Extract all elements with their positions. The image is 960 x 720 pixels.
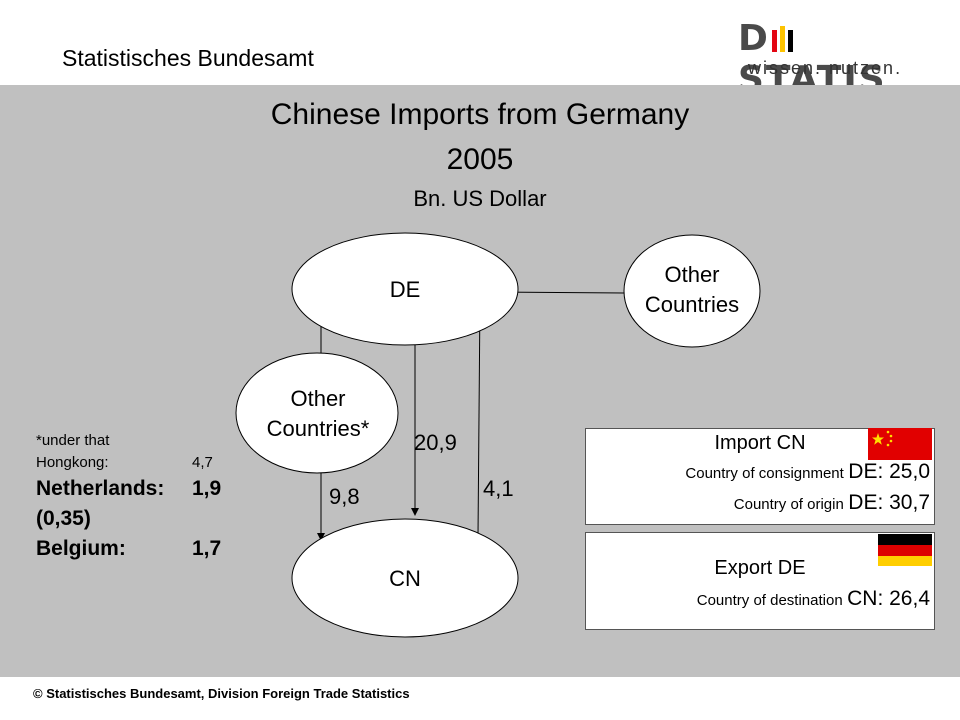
node-other-countries (623, 234, 761, 348)
logo-tagline: wissen. nutzen. (748, 58, 903, 78)
node-cn (291, 518, 519, 638)
organization-name: Statistisches Bundesamt (62, 45, 314, 71)
node-de (291, 232, 519, 346)
footnote: *under that Hongkong: 4,7 Netherlands: 1… (36, 430, 276, 564)
node-other-countries-star (235, 352, 399, 474)
import-origin-line: Country of origin DE: 30,7 (734, 491, 930, 515)
import-cn-title: Import CN (714, 432, 806, 454)
germany-flag-icon (878, 534, 932, 566)
footnote-heading: *under that (36, 432, 110, 449)
footer-copyright: © Statistisches Bundesamt, Division Fore… (33, 686, 410, 701)
footnote-label: (0,35) (36, 507, 91, 530)
node-cn-label: CN (389, 566, 421, 591)
footnote-value: 4,7 (192, 454, 213, 471)
flow-value-via-other: 9,8 (329, 484, 360, 509)
footnote-row: Netherlands: 1,9 (36, 474, 276, 504)
node-de-label: DE (389, 277, 421, 302)
flow-value-other-to-cn: 4,1 (483, 476, 514, 501)
footnote-value: 1,7 (192, 537, 222, 560)
footnote-value: 1,9 (192, 477, 222, 500)
export-destination-line: Country of destination CN: 26,4 (697, 587, 930, 611)
node-other-countries-label: Other Countries (624, 260, 760, 320)
origin-value: DE: 30,7 (848, 491, 930, 514)
footer-band (0, 677, 960, 720)
chart-title: Chinese Imports from Germany (270, 98, 690, 131)
origin-label: Country of origin (733, 496, 844, 513)
china-flag-icon (868, 428, 932, 460)
footnote-label: Belgium: (36, 537, 126, 560)
export-de-title: Export DE (714, 557, 806, 579)
label-line: Countries* (266, 416, 370, 441)
destination-label: Country of destination (696, 592, 843, 609)
chart-unit: Bn. US Dollar (413, 186, 547, 211)
footnote-label: Hongkong: (36, 454, 109, 471)
destination-value: CN: 26,4 (847, 587, 930, 610)
import-consignment-line: Country of consignment DE: 25,0 (685, 460, 930, 484)
node-other-countries-star-label: Other Countries* (240, 384, 396, 444)
logo-accent-icon (770, 26, 796, 52)
label-line: Other (664, 262, 720, 287)
footnote-row: (0,35) (36, 504, 276, 534)
edge-cn-to-de (475, 295, 484, 537)
footnote-row: Hongkong: 4,7 (36, 452, 276, 474)
consignment-value: DE: 25,0 (848, 460, 930, 483)
flow-value-de-cn: 20,9 (414, 430, 457, 455)
label-line: Other (290, 386, 346, 411)
label-line: Countries (644, 292, 740, 317)
footnote-row: Belgium: 1,7 (36, 534, 276, 564)
footnote-label: Netherlands: (36, 477, 165, 500)
header-band (0, 0, 960, 85)
export-de-box: Export DE Country of destination CN: 26,… (585, 532, 935, 630)
chart-year: 2005 (446, 143, 514, 176)
consignment-label: Country of consignment (685, 465, 844, 482)
